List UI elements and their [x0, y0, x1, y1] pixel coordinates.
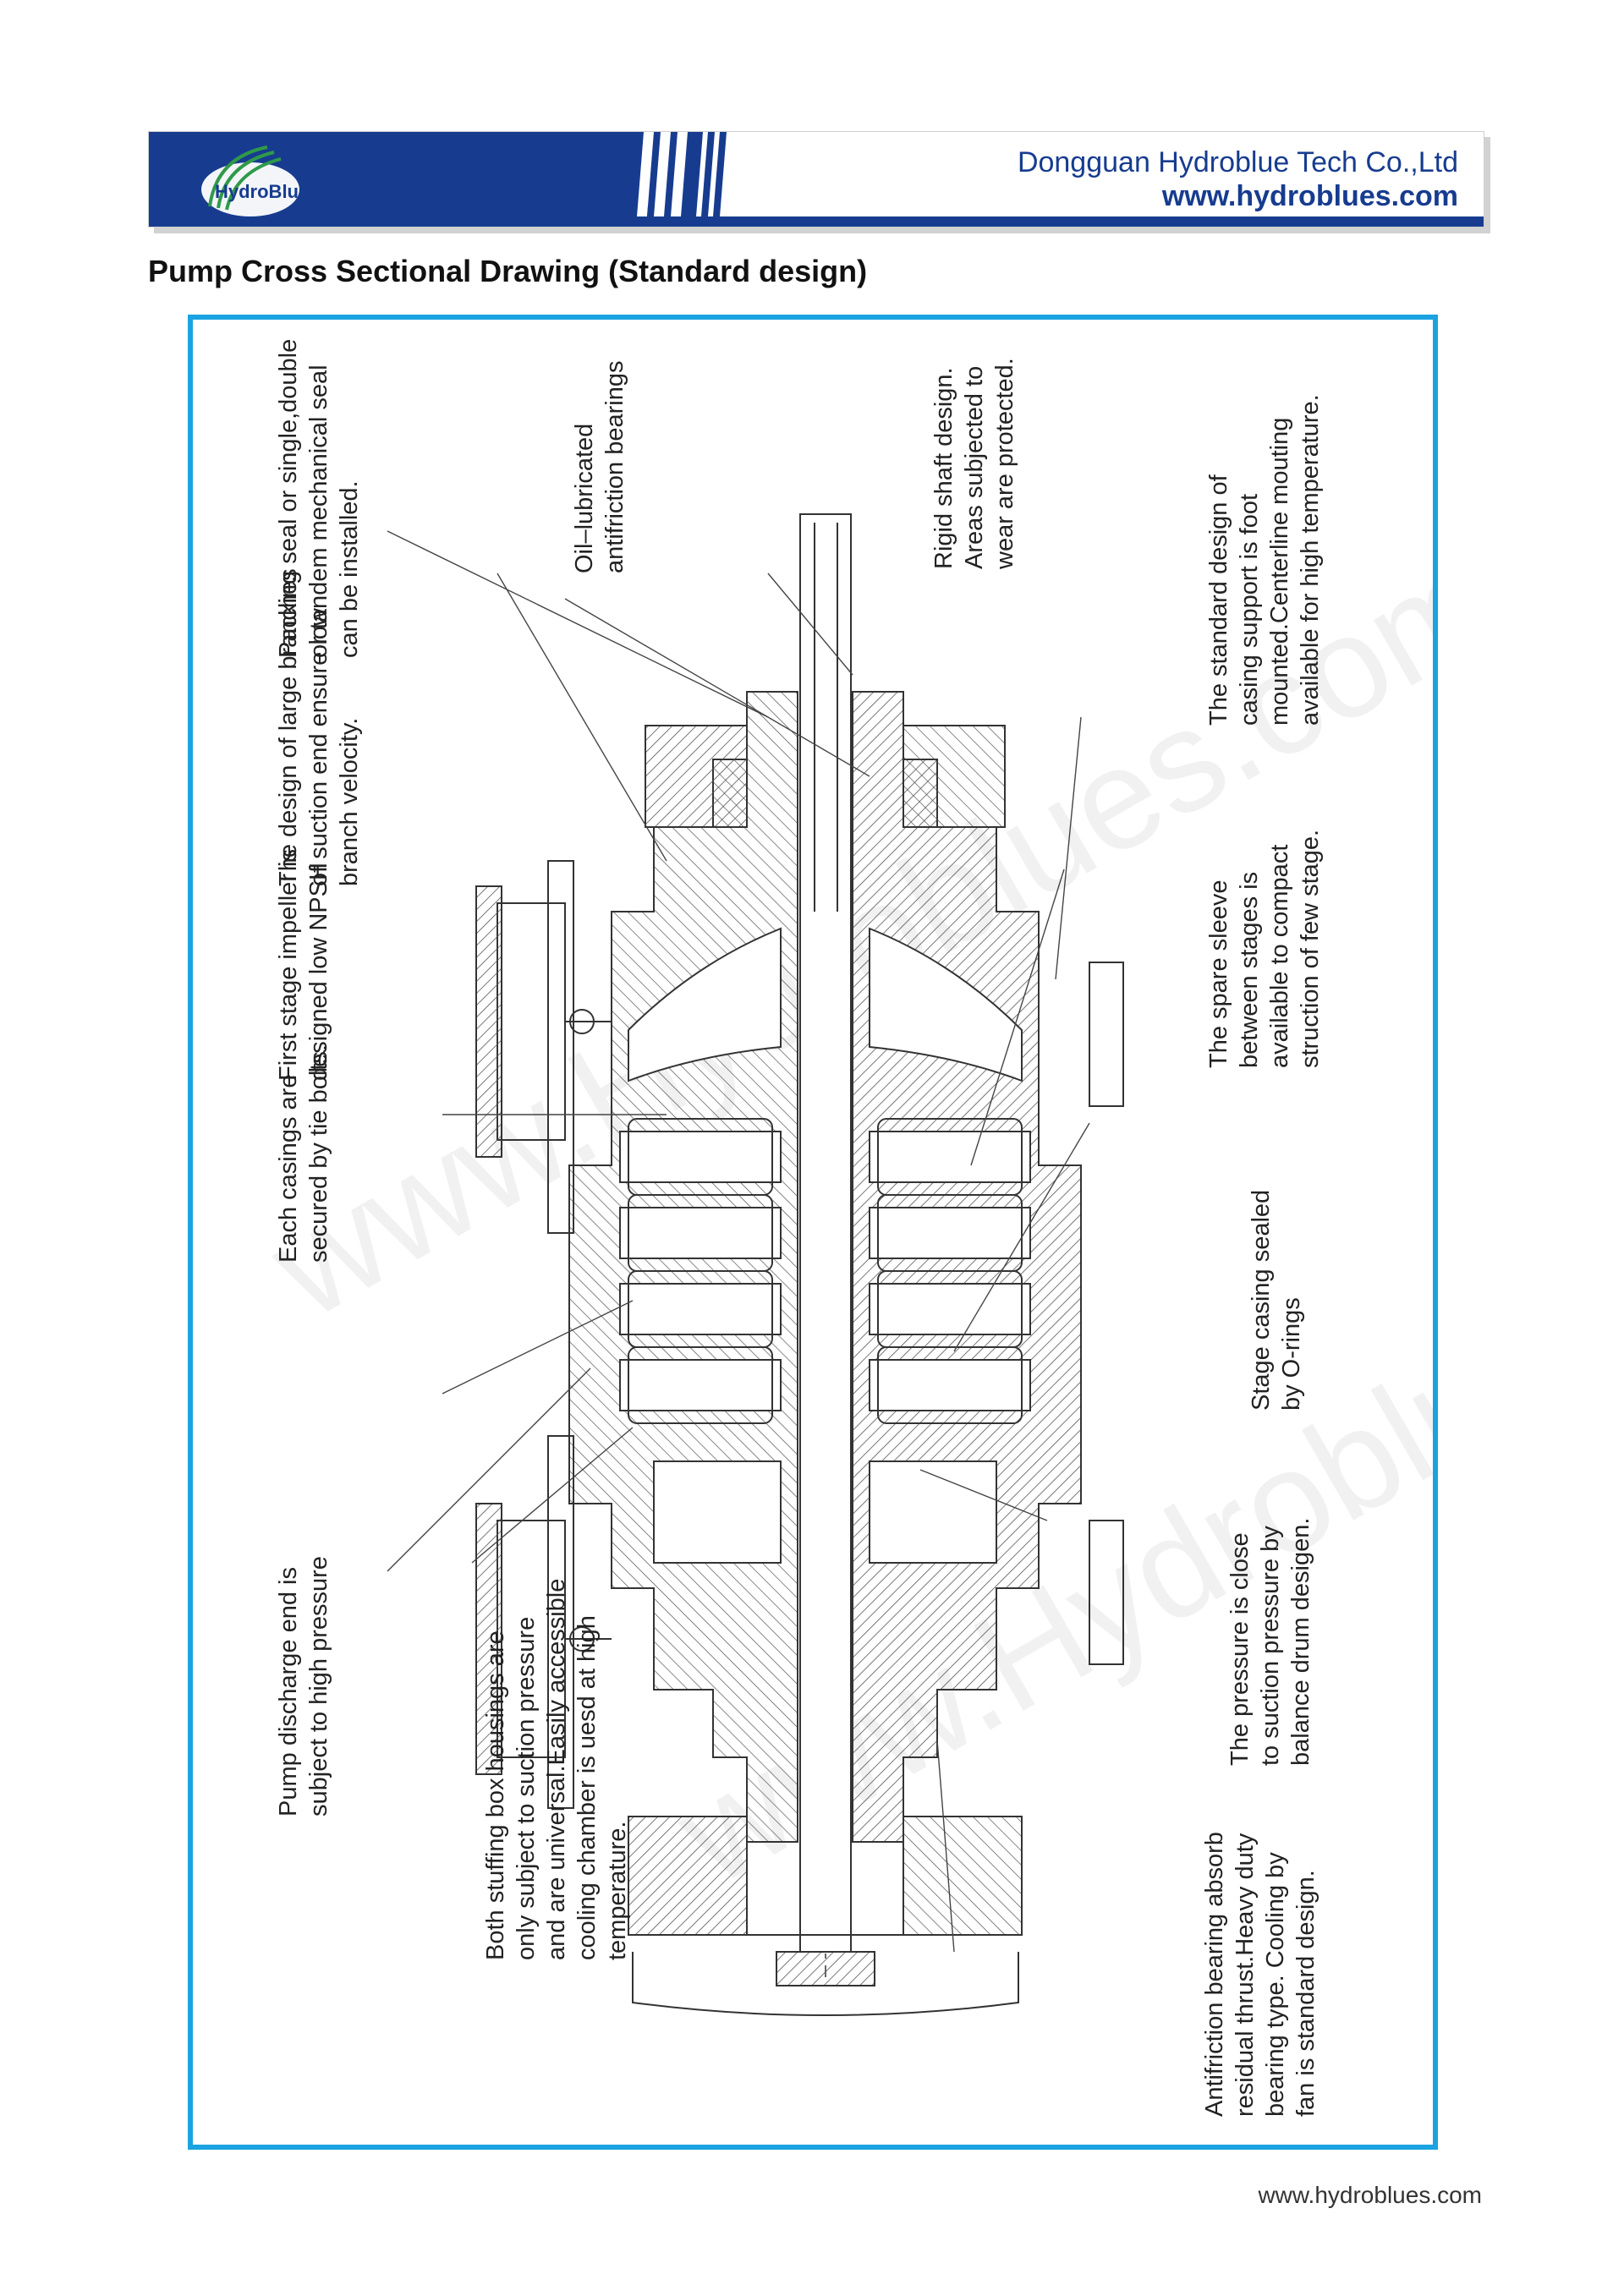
page-title: Pump Cross Sectional Drawing (Standard d…: [148, 254, 868, 288]
callout-balance-drum: The pressure is close to suction pressur…: [1226, 1517, 1314, 1766]
header-banner: HydroBlue Dongguan Hydroblue Tech Co.,Lt…: [148, 131, 1484, 227]
company-website[interactable]: www.hydroblues.com: [1161, 180, 1458, 212]
callout-spare-sleeve: The spare sleeve between stages is avail…: [1205, 829, 1324, 1068]
banner-stripes: [496, 132, 800, 225]
callout-stage-casing: Stage casing sealed by O-rings: [1248, 1189, 1305, 1411]
callout-stuffing-box: Both stuffing box housings are only subj…: [482, 1578, 631, 1960]
company-name: Dongguan Hydroblue Tech Co.,Ltd: [1017, 146, 1458, 178]
logo-text: HydroBlue: [215, 181, 309, 202]
hydroblue-logo: HydroBlue: [201, 145, 309, 216]
drawing-frame: www.Hydroblues.com www.Hydroblues.com: [188, 315, 1438, 2150]
banner-bottom-bar: [149, 216, 1484, 227]
footer-url[interactable]: www.hydroblues.com: [1258, 2182, 1482, 2208]
callout-rigid-shaft: Rigid shaft design. Areas subjected to w…: [930, 358, 1018, 569]
company-block: Dongguan Hydroblue Tech Co.,Ltd www.hydr…: [1018, 145, 1458, 213]
callout-oil-bearings: Oil–lubricated antifriction bearings: [571, 360, 628, 573]
callout-casing-support: The standard design of casing support is…: [1205, 394, 1324, 726]
callout-discharge-end: Pump discharge end is subject to high pr…: [275, 1556, 332, 1817]
callout-antifriction-bearing: Antifriction bearing absorb residual thr…: [1201, 1832, 1320, 2117]
callout-packing-seal: Packing seal or single,double or tandem …: [275, 338, 363, 658]
pump-cross-section: [387, 513, 1124, 2016]
